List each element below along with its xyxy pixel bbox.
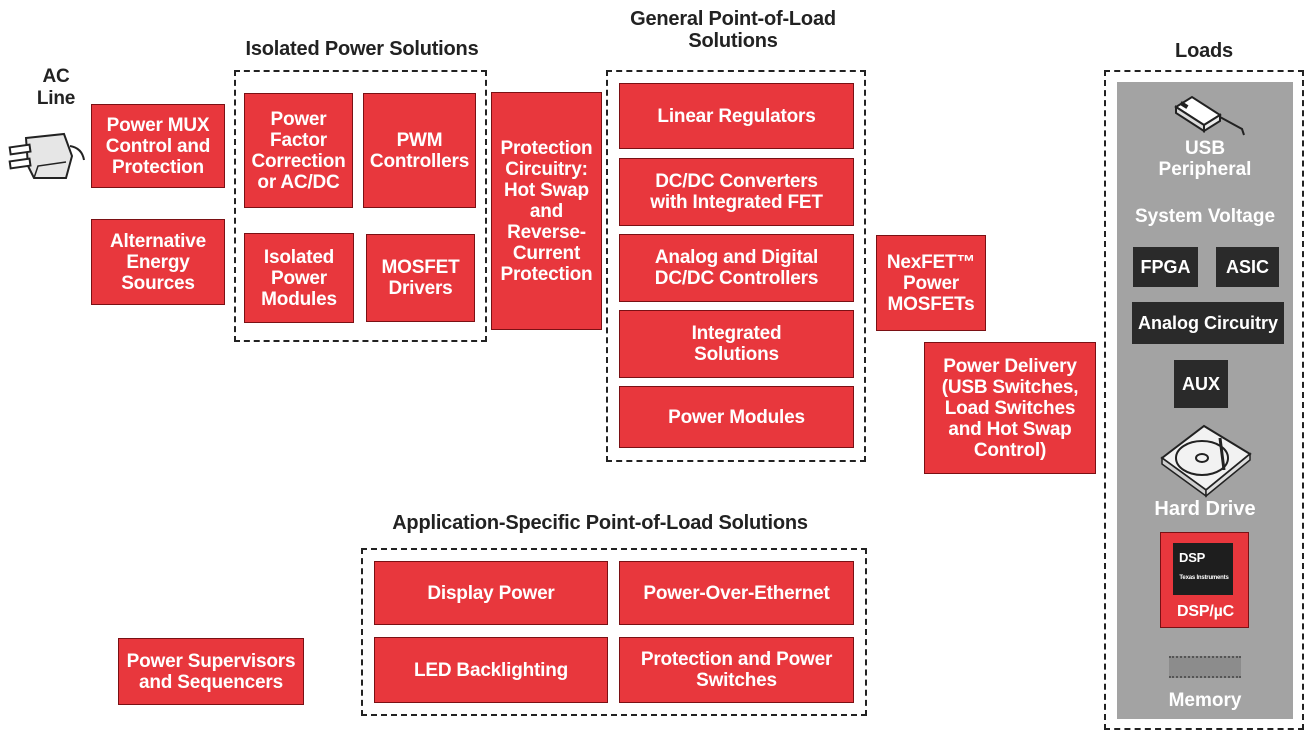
alternative-energy-block[interactable]: Alternative Energy Sources xyxy=(91,219,225,305)
usb-drive-icon xyxy=(1174,95,1245,136)
dcdc-controllers-block[interactable]: Analog and Digital DC/DC Controllers xyxy=(619,234,854,302)
power-plug-icon xyxy=(8,132,85,179)
usb-peripheral-label: USB Peripheral xyxy=(1158,138,1252,180)
hard-drive-icon xyxy=(1160,424,1252,498)
system-voltage-label: System Voltage xyxy=(1134,206,1276,227)
ac-line-label: AC Line xyxy=(36,66,76,109)
isolated-power-title: Isolated Power Solutions xyxy=(245,38,479,60)
mosfet-drivers-block[interactable]: MOSFET Drivers xyxy=(366,234,475,322)
loads-title: Loads xyxy=(1175,40,1233,62)
dsp-label: DSP/µC xyxy=(1177,603,1234,620)
pfc-block[interactable]: Power Factor Correction or AC/DC xyxy=(244,93,353,208)
ti-logo: Texas Instruments xyxy=(1179,575,1229,581)
isolated-power-group xyxy=(234,70,487,342)
dsp-block: DSP Texas Instruments DSP/µC xyxy=(1160,532,1249,628)
protection-switches-block[interactable]: Protection and Power Switches xyxy=(619,637,854,703)
nexfet-block[interactable]: NexFET™ Power MOSFETs xyxy=(876,235,986,331)
power-supervisors-block[interactable]: Power Supervisors and Sequencers xyxy=(118,638,304,705)
linear-regulators-block[interactable]: Linear Regulators xyxy=(619,83,854,149)
dsp-chip: DSP Texas Instruments xyxy=(1173,543,1233,595)
isolated-modules-block[interactable]: Isolated Power Modules xyxy=(244,233,354,323)
app-specific-group xyxy=(361,548,867,716)
asic-block: ASIC xyxy=(1216,247,1279,287)
protection-circuitry-block[interactable]: Protection Circuitry: Hot Swap and Rever… xyxy=(491,92,602,330)
led-backlighting-block[interactable]: LED Backlighting xyxy=(374,637,608,703)
power-mux-block[interactable]: Power MUX Control and Protection xyxy=(91,104,225,188)
fpga-block: FPGA xyxy=(1133,247,1198,287)
general-pol-title: General Point-of-Load Solutions xyxy=(630,8,836,52)
app-specific-title: Application-Specific Point-of-Load Solut… xyxy=(392,512,808,534)
loads-group xyxy=(1104,70,1304,730)
analog-circuitry-block: Analog Circuitry xyxy=(1132,302,1284,344)
aux-block: AUX xyxy=(1174,360,1228,408)
general-pol-group xyxy=(606,70,866,462)
memory-label: Memory xyxy=(1168,690,1242,711)
display-power-block[interactable]: Display Power xyxy=(374,561,608,625)
power-delivery-block[interactable]: Power Delivery (USB Switches, Load Switc… xyxy=(924,342,1096,474)
memory-chip-icon xyxy=(1169,656,1241,678)
power-over-ethernet-block[interactable]: Power-Over-Ethernet xyxy=(619,561,854,625)
dcdc-converters-block[interactable]: DC/DC Converters with Integrated FET xyxy=(619,158,854,226)
hard-drive-label: Hard Drive xyxy=(1154,498,1256,520)
pwm-controllers-block[interactable]: PWM Controllers xyxy=(363,93,476,208)
integrated-solutions-block[interactable]: Integrated Solutions xyxy=(619,310,854,378)
power-modules-block[interactable]: Power Modules xyxy=(619,386,854,448)
dsp-chip-label: DSP xyxy=(1179,550,1206,565)
